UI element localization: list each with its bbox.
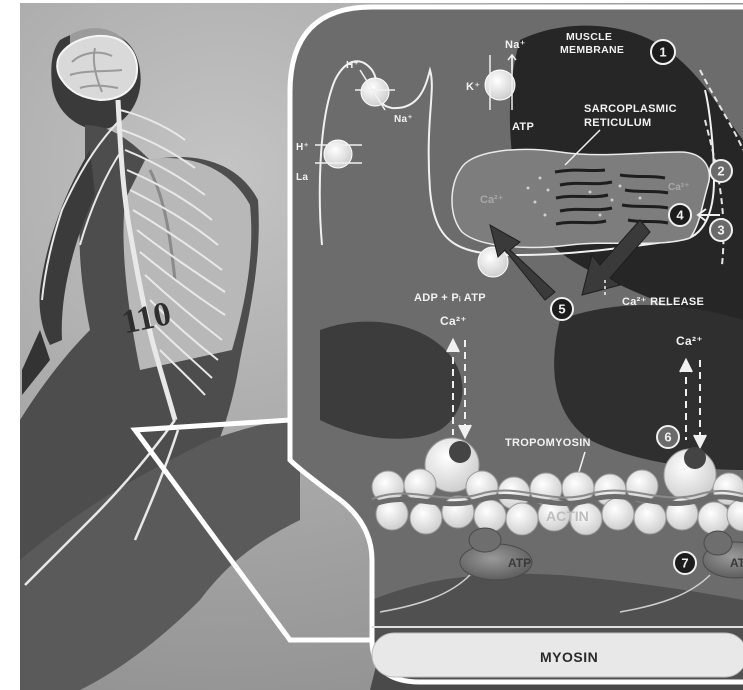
step-marker-2: 2 — [710, 160, 732, 182]
label-sarcoplasmic-line1: SARCOPLASMIC — [584, 103, 677, 115]
step-marker-1: 1 — [651, 40, 675, 64]
label-la: La — [296, 172, 308, 183]
label-k: K⁺ — [466, 81, 480, 93]
label-atp-head-2: ATP — [730, 556, 743, 570]
white-frame-left — [0, 0, 20, 690]
svg-text:4: 4 — [676, 208, 684, 223]
label-ca-in-sr-right: Ca²⁺ — [668, 182, 689, 193]
label-tropomyosin: TROPOMYOSIN — [505, 437, 591, 449]
label-ca-in-sr-left: Ca²⁺ — [480, 194, 504, 206]
label-adp-pi-atp: ADP + Pᵢ ATP — [414, 292, 486, 304]
label-actin: ACTIN — [546, 508, 589, 524]
svg-text:5: 5 — [558, 302, 565, 317]
step-marker-4: 4 — [669, 204, 691, 226]
svg-text:3: 3 — [717, 223, 724, 238]
label-atp-head-1: ATP — [508, 556, 531, 570]
svg-text:1: 1 — [659, 45, 666, 60]
label-muscle-membrane-line2: MEMBRANE — [560, 44, 624, 56]
step-marker-5: 5 — [551, 298, 573, 320]
step-marker-7: 7 — [674, 552, 696, 574]
svg-text:6: 6 — [664, 430, 671, 445]
step-marker-3: 3 — [710, 219, 732, 241]
label-h-left: H⁺ — [296, 142, 309, 153]
white-frame-top — [0, 0, 743, 3]
svg-text:7: 7 — [681, 556, 688, 571]
label-atp-pump: ATP — [512, 121, 534, 133]
label-muscle-membrane-line1: MUSCLE — [566, 31, 612, 43]
step-marker-6: 6 — [657, 426, 679, 448]
label-h-top: H⁺ — [346, 60, 359, 71]
label-ca-right: Ca²⁺ — [676, 334, 703, 348]
label-myosin: MYOSIN — [540, 649, 598, 665]
label-ca-left: Ca²⁺ — [440, 314, 467, 328]
svg-text:2: 2 — [717, 164, 724, 179]
label-ca-release: Ca²⁺ RELEASE — [622, 296, 704, 308]
label-sarcoplasmic-line2: RETICULUM — [584, 117, 651, 129]
label-na-top: Na⁺ — [505, 39, 526, 51]
label-na-left: Na⁺ — [394, 114, 413, 125]
